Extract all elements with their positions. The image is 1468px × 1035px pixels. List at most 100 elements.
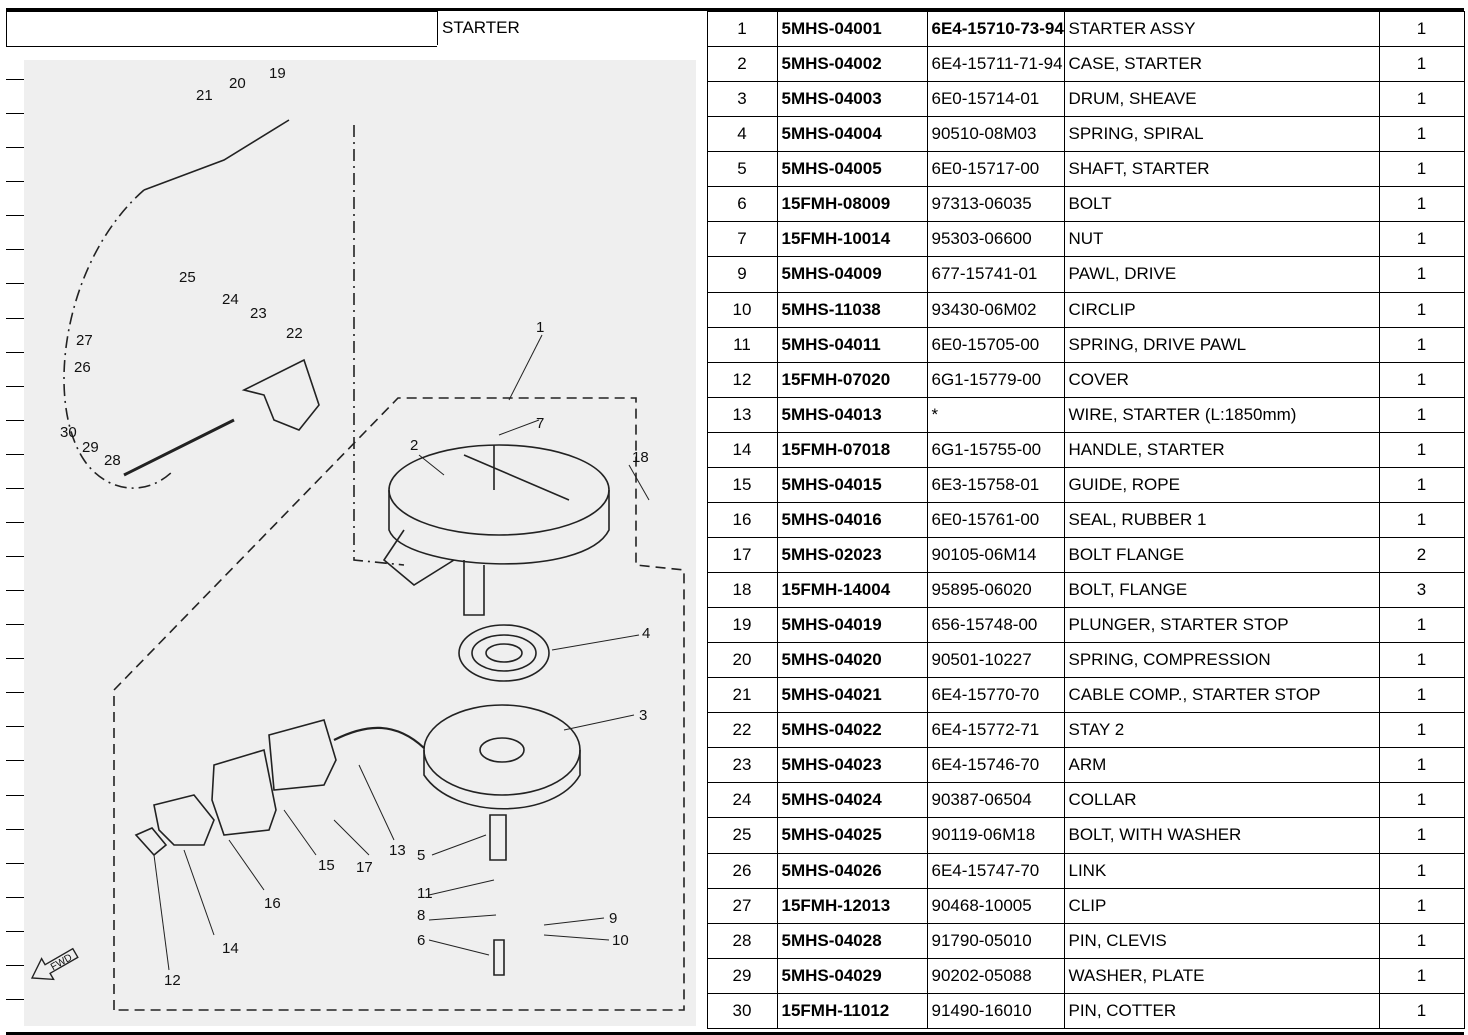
qty-cell: 1 bbox=[1378, 186, 1465, 223]
description-cell: CLIP bbox=[1063, 887, 1380, 924]
margin-tick bbox=[6, 896, 24, 898]
part-number-cell: 677-15741-01 bbox=[926, 256, 1065, 293]
qty-cell: 1 bbox=[1378, 852, 1465, 889]
description-cell: SEAL, RUBBER 1 bbox=[1063, 501, 1380, 538]
description-cell: SPRING, COMPRESSION bbox=[1063, 642, 1380, 679]
diagram-svg: 1 2 3 4 5 6 7 8 9 10 11 12 13 14 15 16 1… bbox=[30, 65, 685, 1011]
callout-25: 25 bbox=[179, 269, 196, 286]
code-cell: 15FMH-08009 bbox=[776, 186, 928, 223]
rope-guide-drawing bbox=[268, 719, 337, 791]
part-number-cell: 6E4-15710-73-94 bbox=[926, 10, 1065, 48]
code-cell: 5MHS-04001 bbox=[776, 10, 928, 48]
qty-cell: 1 bbox=[1378, 326, 1465, 363]
description-cell: WASHER, PLATE bbox=[1063, 957, 1380, 994]
ref-cell: 21 bbox=[706, 677, 778, 714]
ref-cell: 6 bbox=[706, 186, 778, 223]
part-number-cell: 6E0-15761-00 bbox=[926, 501, 1065, 538]
part-number-cell: 90387-06504 bbox=[926, 782, 1065, 819]
code-cell: 5MHS-04004 bbox=[776, 116, 928, 153]
ref-cell: 16 bbox=[706, 501, 778, 538]
margin-tick bbox=[6, 521, 24, 523]
spiral-spring-drawing bbox=[458, 624, 550, 682]
callout-28: 28 bbox=[104, 452, 121, 469]
code-cell: 5MHS-04028 bbox=[776, 922, 928, 959]
starter-shaft-drawing bbox=[489, 814, 507, 861]
code-cell: 5MHS-04021 bbox=[776, 677, 928, 714]
callout-21: 21 bbox=[196, 87, 213, 104]
code-cell: 5MHS-04022 bbox=[776, 712, 928, 749]
qty-cell: 1 bbox=[1378, 992, 1465, 1029]
qty-cell: 1 bbox=[1378, 221, 1465, 258]
qty-cell: 3 bbox=[1378, 571, 1465, 609]
qty-cell: 2 bbox=[1378, 536, 1465, 574]
part-number-cell: 90105-06M14 bbox=[926, 536, 1065, 574]
margin-tick bbox=[6, 385, 24, 387]
margin-tick bbox=[6, 181, 24, 183]
code-cell: 5MHS-04020 bbox=[776, 642, 928, 679]
margin-tick bbox=[6, 351, 24, 353]
ref-cell: 13 bbox=[706, 396, 778, 433]
handle-cover-drawing bbox=[134, 827, 168, 857]
margin-tick bbox=[6, 692, 24, 694]
callout-20: 20 bbox=[229, 75, 246, 92]
part-number-cell: 90202-05088 bbox=[926, 957, 1065, 994]
callout-1: 1 bbox=[536, 319, 544, 336]
description-cell: CASE, STARTER bbox=[1063, 46, 1380, 83]
margin-tick bbox=[6, 828, 24, 830]
qty-cell: 1 bbox=[1378, 256, 1465, 293]
description-cell: DRUM, SHEAVE bbox=[1063, 81, 1380, 118]
qty-cell: 1 bbox=[1378, 431, 1465, 468]
part-number-cell: 90510-08M03 bbox=[926, 116, 1065, 153]
ref-cell: 23 bbox=[706, 747, 778, 784]
description-cell: BOLT FLANGE bbox=[1063, 536, 1380, 574]
cable-stop-drawing bbox=[143, 119, 290, 191]
callout-13: 13 bbox=[389, 842, 406, 859]
code-cell: 5MHS-04013 bbox=[776, 396, 928, 433]
ref-cell: 3 bbox=[706, 81, 778, 118]
description-cell: BOLT, FLANGE bbox=[1063, 571, 1380, 609]
ref-cell: 12 bbox=[706, 361, 778, 398]
margin-tick bbox=[6, 79, 24, 81]
margin-tick bbox=[6, 760, 24, 762]
qty-cell: 1 bbox=[1378, 607, 1465, 644]
code-cell: 5MHS-04029 bbox=[776, 957, 928, 994]
margin-tick bbox=[6, 283, 24, 285]
section-title: STARTER bbox=[437, 11, 712, 45]
ref-cell: 26 bbox=[706, 852, 778, 889]
description-cell: CABLE COMP., STARTER STOP bbox=[1063, 677, 1380, 714]
ref-cell: 2 bbox=[706, 46, 778, 83]
ref-cell: 9 bbox=[706, 256, 778, 293]
part-number-cell: 97313-06035 bbox=[926, 186, 1065, 223]
ref-cell: 27 bbox=[706, 887, 778, 924]
callout-6: 6 bbox=[417, 932, 425, 949]
header-blank-cell bbox=[6, 11, 437, 47]
callout-7: 7 bbox=[536, 415, 544, 432]
qty-cell: 1 bbox=[1378, 291, 1465, 328]
description-cell: PIN, COTTER bbox=[1063, 992, 1380, 1029]
callout-19: 19 bbox=[269, 65, 286, 82]
fwd-label: FWD bbox=[49, 952, 74, 973]
qty-cell: 1 bbox=[1378, 887, 1465, 924]
qty-cell: 1 bbox=[1378, 712, 1465, 749]
seal-rubber-drawing bbox=[211, 748, 277, 836]
stay-plate-drawing bbox=[241, 358, 320, 431]
code-cell: 5MHS-02023 bbox=[776, 536, 928, 574]
callout-22: 22 bbox=[286, 325, 303, 342]
margin-tick bbox=[6, 964, 24, 966]
qty-cell: 1 bbox=[1378, 677, 1465, 714]
